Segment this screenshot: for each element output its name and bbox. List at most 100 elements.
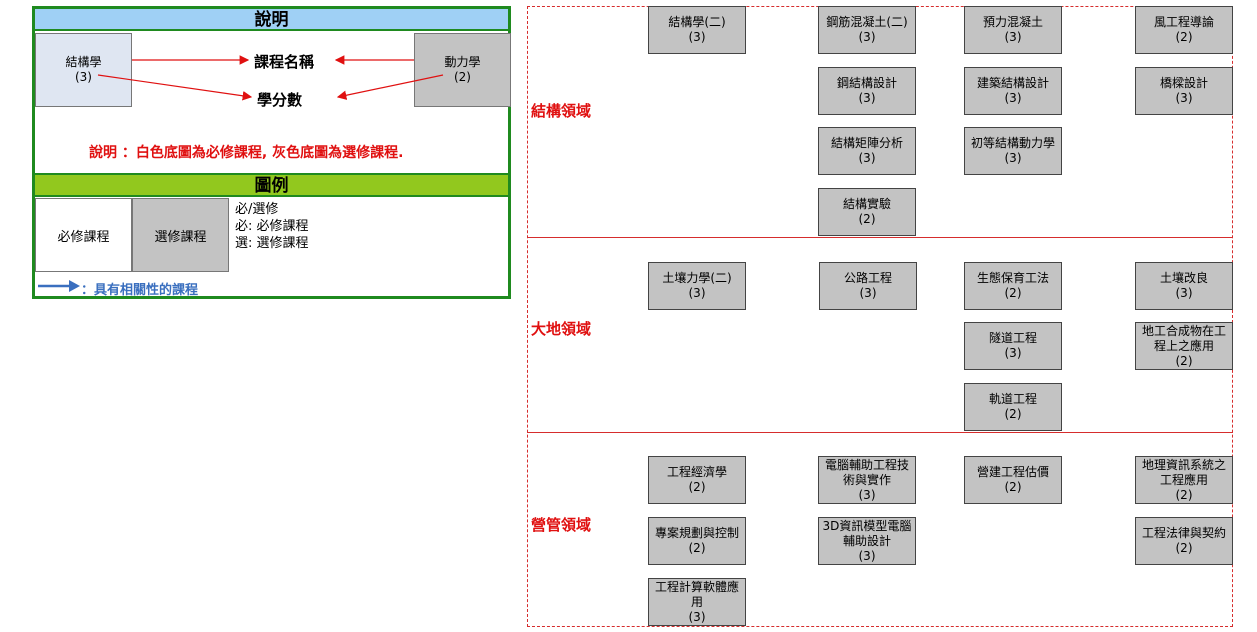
divider-structure-geo bbox=[527, 237, 1233, 238]
course-box: 軌道工程(2) bbox=[964, 383, 1062, 431]
course-credits: (3) bbox=[688, 30, 706, 44]
course-credits: (3) bbox=[1175, 91, 1193, 105]
course-box: 鋼結構設計(3) bbox=[818, 67, 916, 115]
course-credits: (3) bbox=[1004, 151, 1022, 165]
example-required-course: 結構學 (3) bbox=[35, 33, 132, 107]
course-credits: (2) bbox=[1004, 480, 1022, 494]
course-box: 3D資訊模型電腦輔助設計(3) bbox=[818, 517, 916, 565]
arrow-left-to-credits bbox=[97, 74, 253, 101]
arrow-right-to-credits bbox=[336, 74, 444, 100]
course-name: 預力混凝土 bbox=[982, 15, 1043, 29]
example-right-credits: (2) bbox=[453, 70, 471, 84]
course-box: 土壤力學(二)(3) bbox=[648, 262, 746, 310]
legend-arrows bbox=[97, 55, 444, 101]
relation-arrow-icon bbox=[38, 280, 80, 292]
domain-structure-label: 結構領域 bbox=[531, 102, 592, 120]
course-box: 營建工程估價(2) bbox=[964, 456, 1062, 504]
course-name: 地工合成物在工程上之應用 bbox=[1141, 323, 1226, 353]
course-box: 生態保育工法(2) bbox=[964, 262, 1062, 310]
course-name: 初等結構動力學 bbox=[970, 136, 1055, 150]
course-box: 隧道工程(3) bbox=[964, 322, 1062, 370]
example-right-name: 動力學 bbox=[444, 55, 481, 69]
course-box: 工程法律與契約(2) bbox=[1135, 517, 1233, 565]
course-credits: (3) bbox=[1004, 91, 1022, 105]
course-box: 工程經濟學(2) bbox=[648, 456, 746, 504]
domain-management-label: 營管領域 bbox=[531, 516, 592, 534]
legend-panel: 說明 結構學 (3) 動力學 (2) 課程名稱 學分數 說明 ：白色底圖為必修課… bbox=[32, 6, 511, 299]
course-name: 公路工程 bbox=[843, 271, 892, 285]
course-credits: (3) bbox=[858, 30, 876, 44]
course-box: 建築結構設計(3) bbox=[964, 67, 1062, 115]
example-elective-course: 動力學 (2) bbox=[414, 33, 511, 107]
course-name: 工程法律與契約 bbox=[1141, 526, 1226, 540]
required-sample: 必修課程 bbox=[35, 198, 132, 272]
course-box: 結構實驗(2) bbox=[818, 188, 916, 236]
course-box: 地理資訊系統之工程應用(2) bbox=[1135, 456, 1233, 504]
course-name: 軌道工程 bbox=[988, 392, 1037, 406]
course-credits: (2) bbox=[1175, 30, 1193, 44]
course-box: 結構學(二)(3) bbox=[648, 6, 746, 54]
course-credits: (3) bbox=[1175, 286, 1193, 300]
course-name: 土壤改良 bbox=[1159, 271, 1208, 285]
course-name: 土壤力學(二) bbox=[662, 271, 732, 285]
course-name: 隧道工程 bbox=[988, 331, 1037, 345]
domain-geotech-label: 大地領域 bbox=[531, 320, 592, 338]
course-name: 營建工程估價 bbox=[976, 465, 1049, 479]
course-name: 專案規劃與控制 bbox=[654, 526, 739, 540]
course-box: 公路工程(3) bbox=[819, 262, 917, 310]
example-left-credits: (3) bbox=[74, 70, 92, 84]
course-name: 結構學(二) bbox=[668, 15, 726, 29]
relation-note: ：具有相關性的課程 bbox=[81, 283, 199, 298]
course-name: 生態保育工法 bbox=[976, 271, 1049, 285]
course-credits: (3) bbox=[688, 609, 706, 624]
course-credits: (2) bbox=[688, 541, 706, 555]
course-box: 初等結構動力學(3) bbox=[964, 127, 1062, 175]
course-box: 工程計算軟體應用(3) bbox=[648, 578, 746, 626]
course-name-label: 課程名稱 bbox=[254, 53, 315, 71]
course-credits: (2) bbox=[1175, 541, 1193, 555]
course-name: 鋼結構設計 bbox=[836, 76, 897, 90]
course-credits: (2) bbox=[1004, 407, 1022, 421]
course-name: 結構矩陣分析 bbox=[830, 136, 903, 150]
divider-geo-mgmt bbox=[527, 432, 1233, 433]
course-credits: (3) bbox=[859, 286, 877, 300]
course-credits: (3) bbox=[858, 487, 876, 502]
course-box: 土壤改良(3) bbox=[1135, 262, 1233, 310]
legend-note: 說明 ：白色底圖為必修課程, 灰色底圖為選修課程. bbox=[89, 145, 404, 161]
course-credits: (3) bbox=[858, 151, 876, 165]
course-box: 橋樑設計(3) bbox=[1135, 67, 1233, 115]
course-credits: (3) bbox=[858, 548, 876, 563]
course-name: 風工程導論 bbox=[1153, 15, 1214, 29]
course-credits: (2) bbox=[1175, 487, 1193, 502]
course-credits: (2) bbox=[688, 480, 706, 494]
course-credits: (3) bbox=[1004, 346, 1022, 360]
credits-label: 學分數 bbox=[257, 91, 303, 109]
course-box: 鋼筋混凝土(二)(3) bbox=[818, 6, 916, 54]
course-box: 地工合成物在工程上之應用(2) bbox=[1135, 322, 1233, 370]
desc-line-1: 必/選修 bbox=[235, 202, 279, 217]
course-credits: (2) bbox=[1004, 286, 1022, 300]
course-name: 地理資訊系統之工程應用 bbox=[1141, 457, 1226, 487]
course-box: 預力混凝土(3) bbox=[964, 6, 1062, 54]
elective-sample: 選修課程 bbox=[132, 198, 229, 272]
course-credits: (3) bbox=[858, 91, 876, 105]
course-name: 建築結構設計 bbox=[976, 76, 1049, 90]
desc-line-2: 必: 必修課程 bbox=[235, 219, 309, 234]
desc-line-3: 選: 選修課程 bbox=[235, 236, 309, 251]
course-name: 工程經濟學 bbox=[666, 465, 727, 479]
course-box: 風工程導論(2) bbox=[1135, 6, 1233, 54]
course-box: 電腦輔助工程技術與實作(3) bbox=[818, 456, 916, 504]
legend-title: 說明 bbox=[35, 9, 508, 31]
course-name: 工程計算軟體應用 bbox=[654, 579, 739, 609]
course-box: 結構矩陣分析(3) bbox=[818, 127, 916, 175]
course-name: 結構實驗 bbox=[842, 197, 891, 211]
legend-desc: 必/選修 必: 必修課程 選: 選修課程 bbox=[235, 201, 309, 252]
course-name: 橋樑設計 bbox=[1159, 76, 1208, 90]
legend-subtitle: 圖例 bbox=[35, 173, 508, 197]
course-credits: (2) bbox=[858, 212, 876, 226]
course-box: 專案規劃與控制(2) bbox=[648, 517, 746, 565]
course-credits: (2) bbox=[1175, 353, 1193, 368]
course-credits: (3) bbox=[1004, 30, 1022, 44]
course-name: 鋼筋混凝土(二) bbox=[826, 15, 908, 29]
course-credits: (3) bbox=[688, 286, 706, 300]
